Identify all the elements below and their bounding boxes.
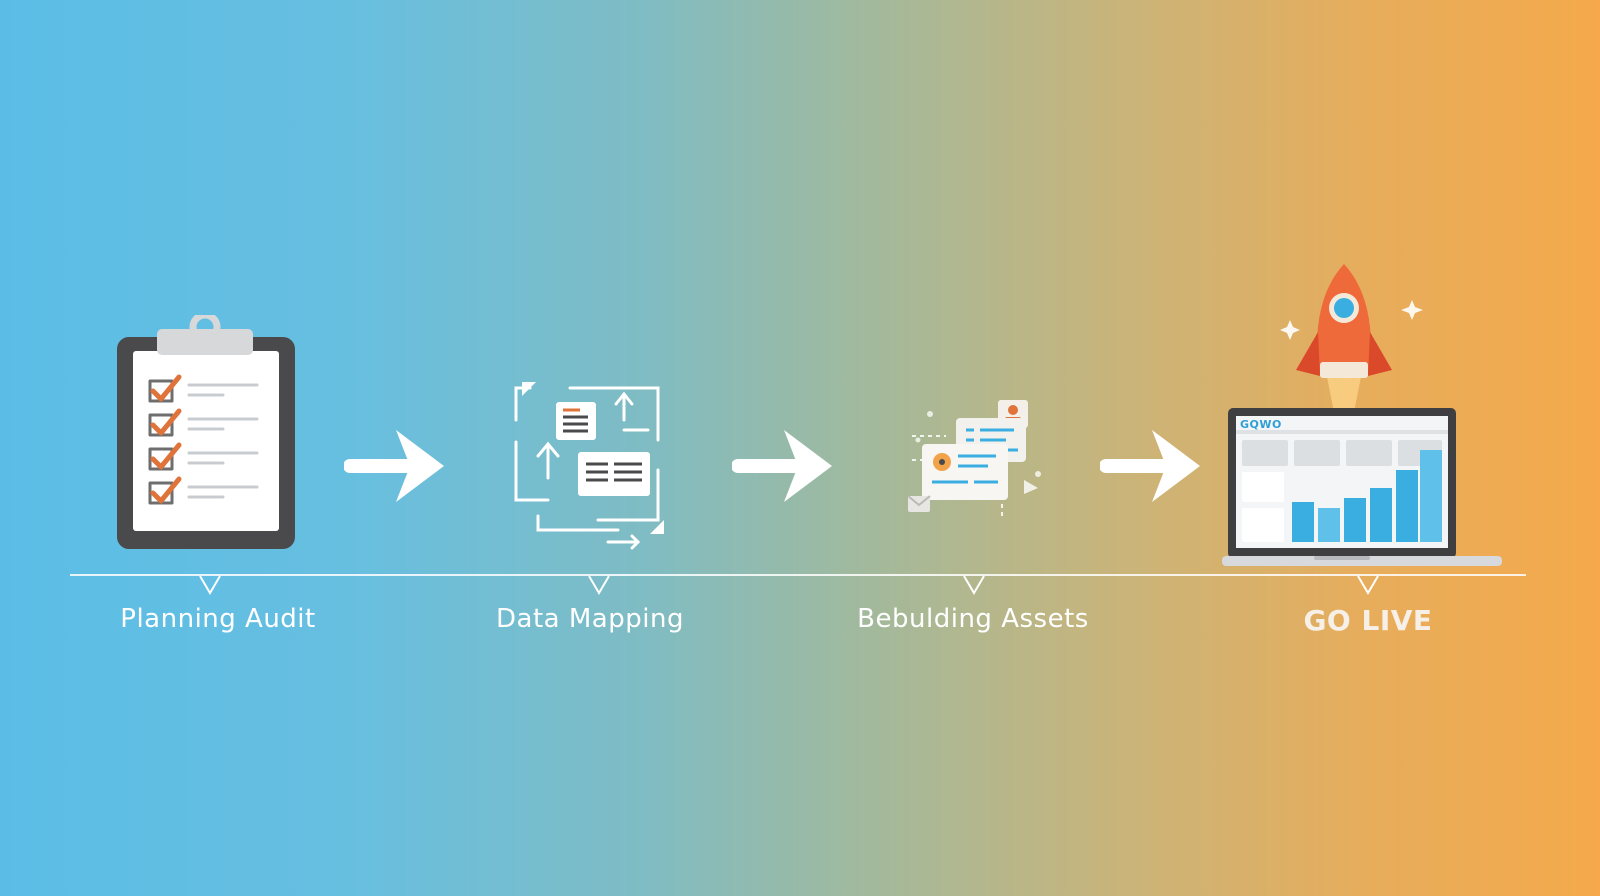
asset-cards-icon	[907, 400, 1041, 520]
arrow-right-icon	[344, 430, 444, 502]
timeline-marker	[199, 575, 221, 595]
step-label-planning-audit: Planning Audit	[120, 604, 316, 634]
arrow-right-icon	[1100, 430, 1200, 502]
timeline-marker	[1357, 575, 1379, 595]
rocket-laptop-icon: GQWO	[1222, 262, 1516, 576]
step-label-data-mapping: Data Mapping	[496, 604, 684, 634]
laptop-icon	[1222, 264, 1502, 566]
laptop-screen-brand: GQWO	[1240, 418, 1282, 431]
timeline-marker	[588, 575, 610, 595]
arrow-right-icon	[732, 430, 832, 502]
data-flow-diagram-icon	[514, 382, 664, 550]
timeline-marker	[963, 575, 985, 595]
clipboard-checklist-icon	[117, 315, 295, 549]
step-label-building-assets: Bebulding Assets	[857, 604, 1089, 634]
timeline-line	[70, 574, 1526, 576]
step-label-go-live: GO LIVE	[1303, 604, 1433, 637]
